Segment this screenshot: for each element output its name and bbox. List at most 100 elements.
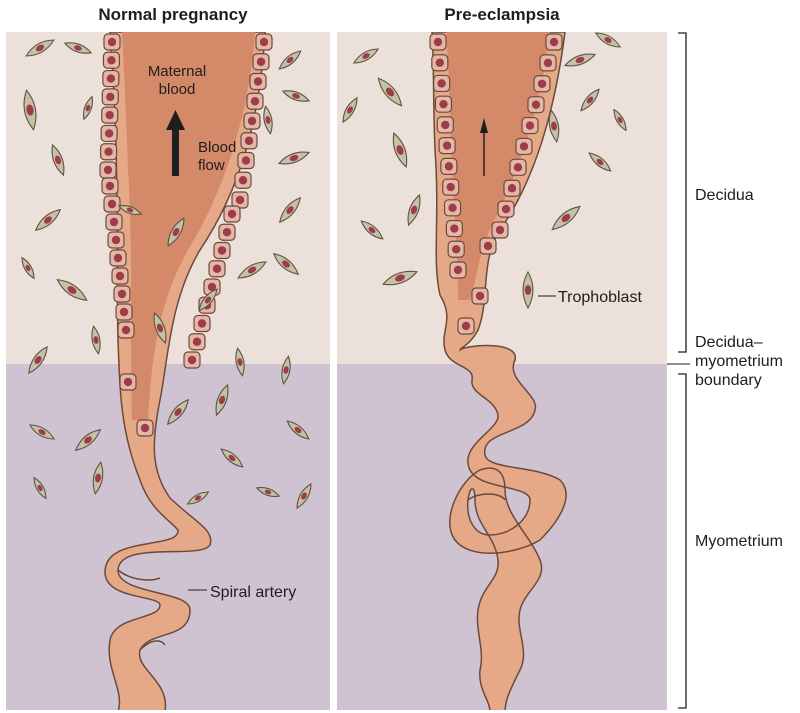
endothelial-cell	[442, 178, 460, 196]
endothelial-cell	[443, 199, 462, 217]
trophoblast-cell	[153, 311, 167, 345]
endothelial-cell	[431, 54, 449, 72]
endothelial-cell	[497, 200, 515, 218]
endothelial-cell	[109, 249, 127, 267]
endothelial-cell	[509, 158, 527, 176]
trophoblast-cell	[352, 48, 380, 64]
endothelial-cell	[213, 241, 231, 260]
blood-flow-label-line1: Blood	[198, 139, 236, 156]
trophoblast-cell	[92, 461, 104, 495]
trophoblast-cell	[580, 88, 600, 112]
trophoblast-cell	[594, 32, 622, 48]
trophoblast-cell	[278, 50, 302, 70]
endothelial-cell	[539, 54, 557, 72]
trophoblast-cell	[198, 288, 218, 312]
trophoblast-cell	[166, 398, 190, 426]
trophoblast-cell	[28, 424, 56, 440]
endothelial-cell	[471, 287, 489, 305]
panel-divider	[330, 32, 337, 713]
trophoblast-cell	[167, 217, 185, 247]
trophoblast-cell	[28, 345, 48, 375]
trophoblast-cell	[263, 105, 273, 135]
trophoblast-cell	[281, 355, 291, 385]
endothelial-cell	[102, 69, 120, 88]
trophoblast-cell	[34, 208, 62, 232]
endothelial-cell	[101, 177, 119, 195]
trophoblast-cell	[296, 482, 312, 510]
endothelial-cell	[101, 106, 119, 124]
endothelial-cell	[117, 321, 135, 339]
endothelial-cell	[193, 314, 211, 333]
trophoblast-cell	[286, 420, 310, 440]
panel-normal-pregnancy: Maternal blood Blood flow Spiral artery	[6, 32, 330, 710]
endothelial-cell	[533, 75, 551, 93]
region-brackets	[667, 32, 690, 709]
endothelial-cell	[433, 74, 451, 93]
endothelial-cell	[255, 33, 273, 51]
trophoblast-cell	[522, 270, 534, 310]
endothelial-cell	[243, 112, 261, 130]
trophoblast-cell	[563, 53, 597, 67]
endothelial-cell	[521, 116, 539, 135]
blood-flow-label-line2: flow	[198, 157, 225, 174]
endothelial-cell	[491, 221, 509, 239]
endothelial-cell	[105, 213, 123, 231]
trophoblast-cell	[255, 487, 281, 497]
maternal-blood-label-line2: blood	[159, 81, 196, 98]
endothelial-cell	[188, 333, 206, 351]
panel-title-preeclampsia: Pre-eclampsia	[444, 5, 560, 24]
trophoblast-cell	[83, 95, 93, 121]
panel-preeclampsia: Trophoblast	[337, 32, 667, 710]
trophoblast-cell	[63, 42, 93, 54]
endothelial-cell	[101, 88, 119, 106]
endothelial-cell	[102, 51, 121, 69]
endothelial-cell	[240, 132, 258, 150]
trophoblast-cell	[551, 205, 581, 231]
endothelial-cell	[136, 419, 154, 437]
trophoblast-cell	[407, 193, 421, 227]
boundary-label-line1: Decidua–	[695, 334, 763, 351]
trophoblast-cell	[272, 252, 300, 276]
coil-overlap-left-2	[139, 640, 166, 651]
trophoblasts-left	[21, 39, 312, 510]
endothelial-cell	[429, 33, 447, 51]
endothelial-cell	[515, 137, 533, 156]
trophoblast-cell	[277, 151, 311, 165]
endothelial-cell	[183, 351, 201, 369]
endothelial-cell	[445, 219, 463, 238]
trophoblast-cell	[235, 347, 245, 377]
maternal-blood-right	[446, 32, 550, 300]
decidua-bracket	[678, 32, 687, 353]
endothelial-cell	[457, 317, 475, 335]
boundary-label-line3: boundary	[695, 372, 762, 389]
trophoblast-cell	[360, 220, 384, 240]
endothelial-cell	[234, 171, 252, 189]
coil-overlap-left	[117, 569, 161, 581]
endothelial-cell	[545, 33, 563, 51]
endothelial-cell	[107, 231, 125, 249]
myometrium-bracket	[678, 373, 687, 709]
endothelial-cell	[113, 285, 131, 303]
endothelial-cell	[503, 179, 521, 197]
endothelial-cell	[436, 116, 454, 134]
endothelial-cell	[103, 33, 121, 51]
maternal-blood-label-line1: Maternal	[148, 63, 206, 80]
trophoblast-cell	[382, 270, 418, 286]
myometrium-region-left	[6, 364, 330, 710]
endothelial-cell	[103, 195, 121, 213]
trophoblasts-right	[342, 32, 627, 310]
trophoblast-cell	[74, 428, 102, 452]
panel-title-normal: Normal pregnancy	[98, 5, 248, 24]
endothelial-cell	[218, 223, 236, 241]
trophoblast-cell	[392, 132, 408, 168]
spiral-artery-label: Spiral artery	[210, 584, 296, 601]
blood-flow-arrow-right	[480, 118, 488, 176]
trophoblast-cell	[281, 90, 311, 102]
endothelial-cell	[434, 95, 453, 113]
endothelial-cell	[252, 53, 270, 71]
endothelial-cell	[231, 191, 249, 209]
trophoblast-cell	[23, 89, 37, 131]
endothelial-cell	[246, 92, 264, 110]
